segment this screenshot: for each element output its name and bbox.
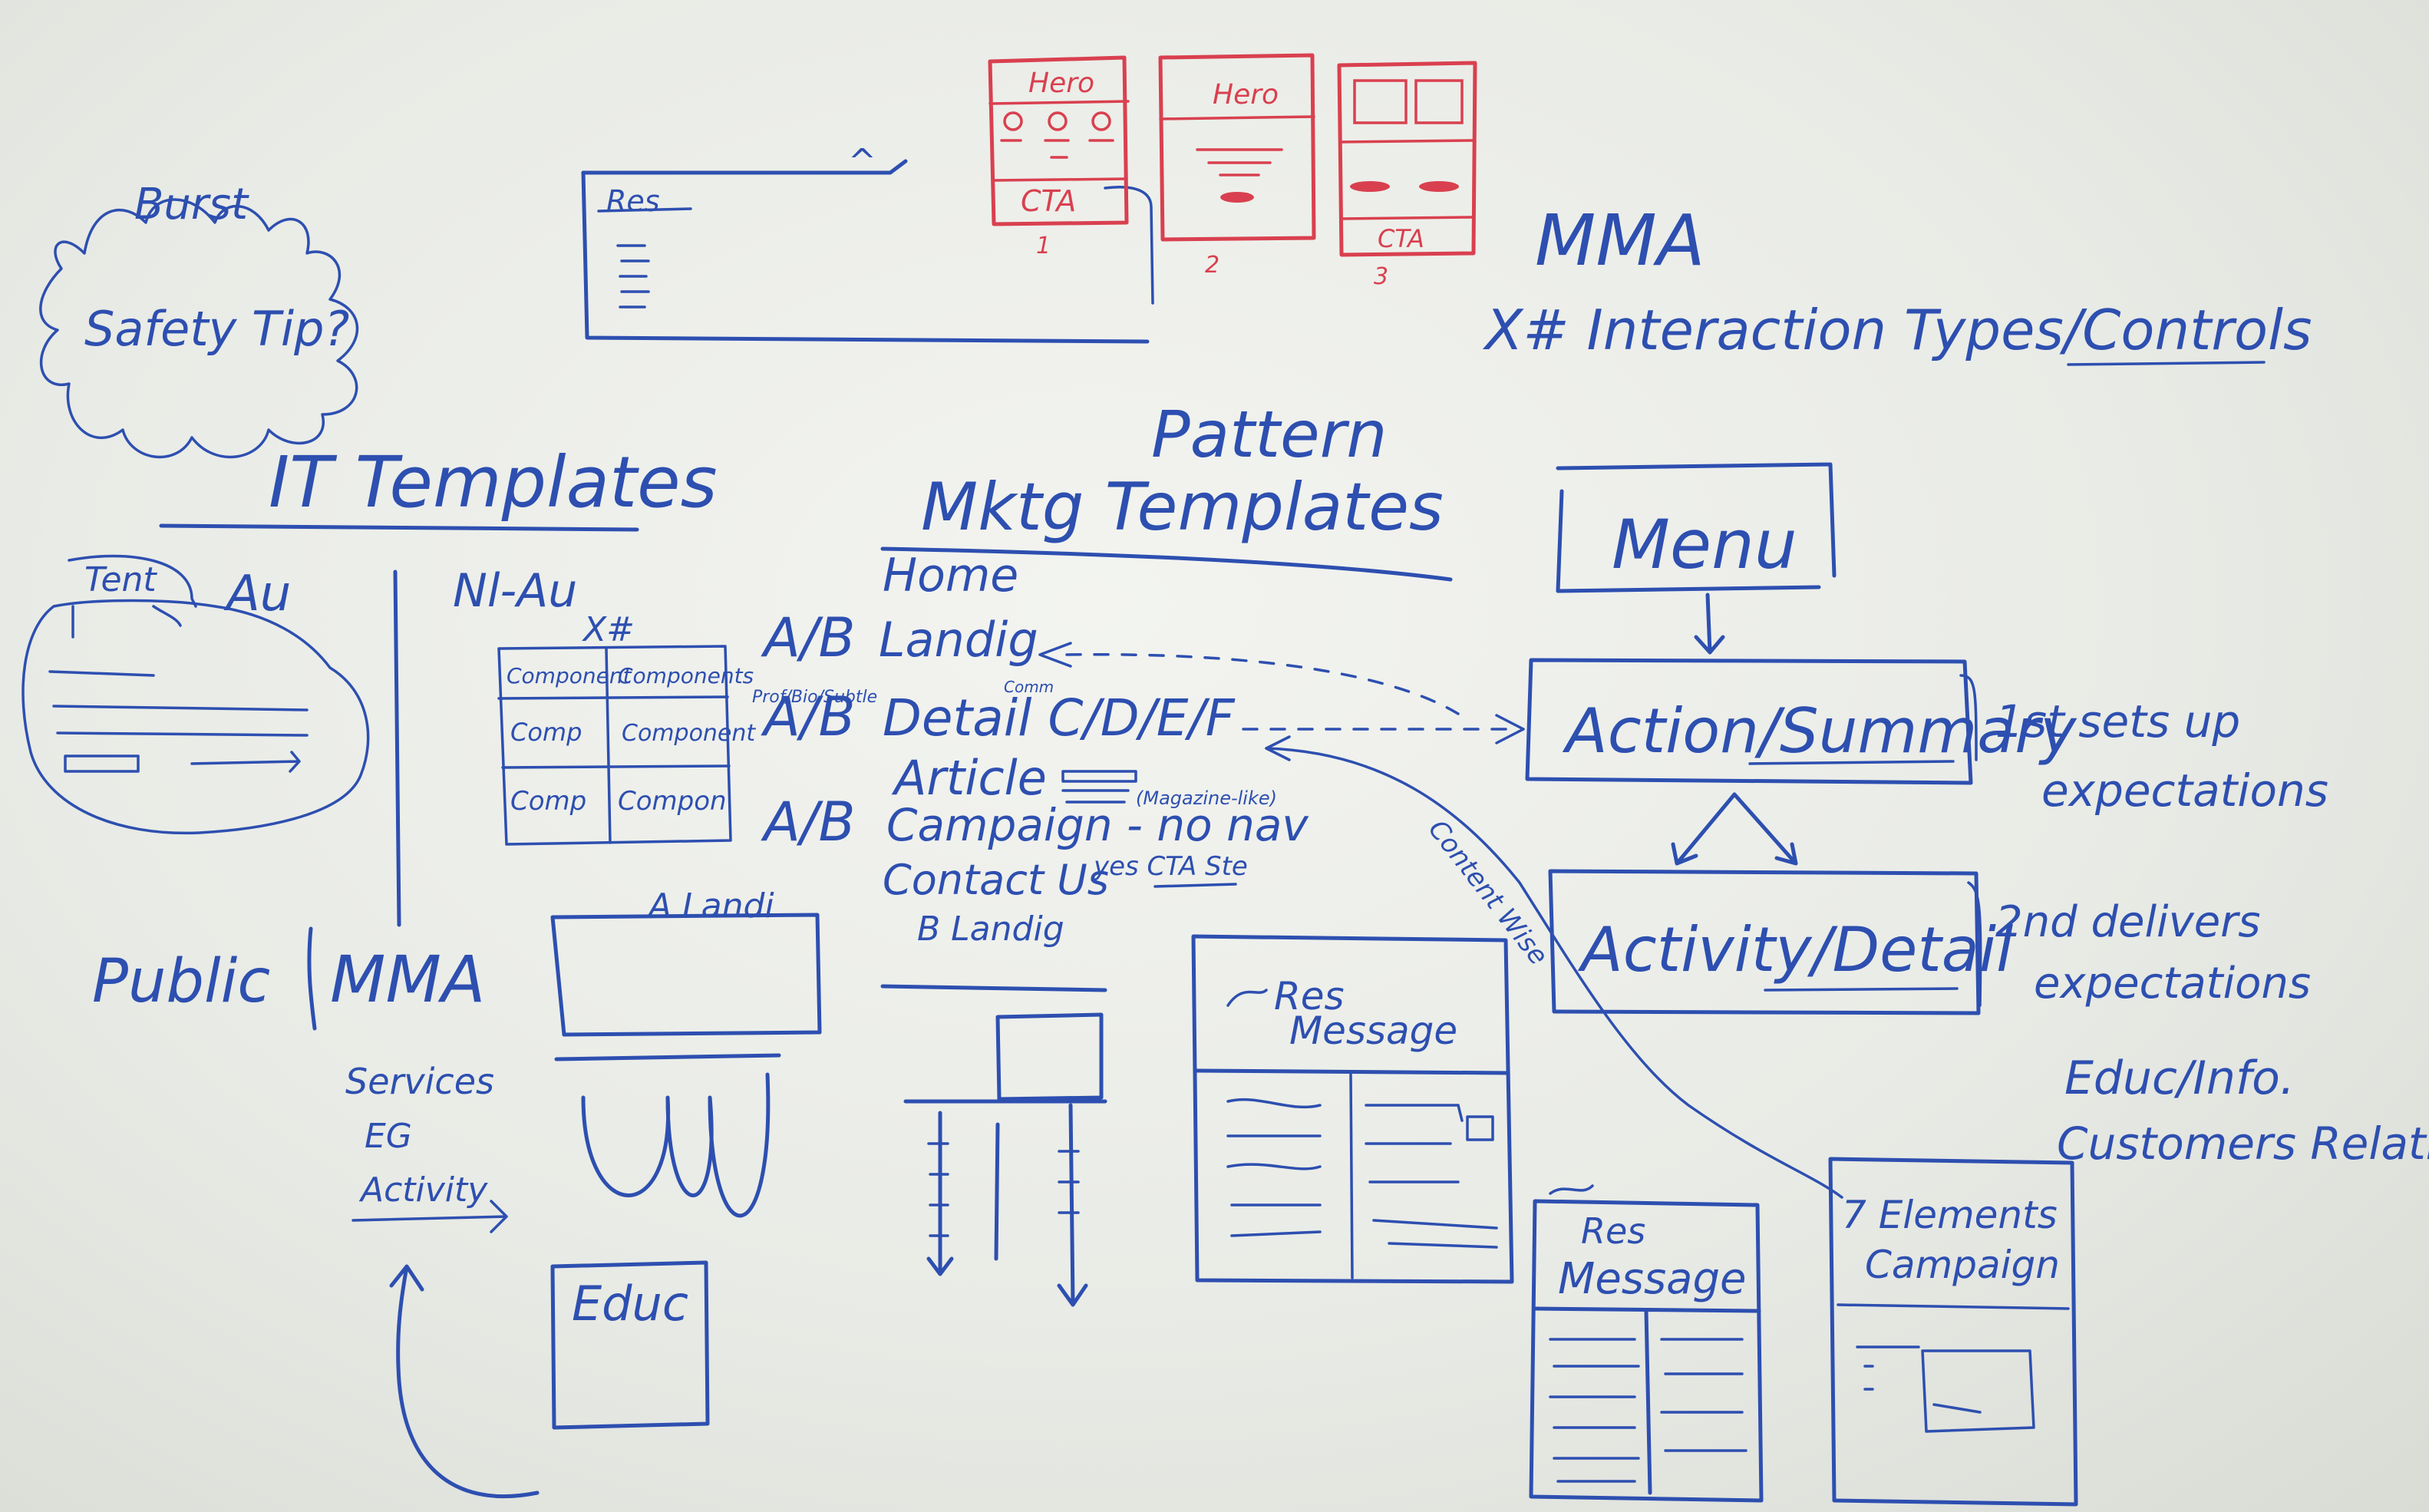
mma-title: MMA — [1535, 200, 1705, 282]
mktg-item-1-label: Landig — [879, 612, 1038, 668]
flow-action: Action/Summary — [1562, 695, 2078, 767]
mktg-item-4-label: Campaign - no nav — [886, 799, 1309, 851]
it-templates: IT Templates Tent Au Nl-Au X# Component … — [21, 441, 756, 927]
component-grid: Nl-Au X# Component Components Comp Compo… — [453, 564, 756, 846]
hero-card-3-number: 3 — [1374, 263, 1388, 290]
burst-sketch: Burst Safety Tip? — [39, 180, 359, 459]
hero-cards: Hero CTA 1 Hero 2 CTA 3 — [988, 53, 1477, 290]
pattern-label: Pattern — [1151, 397, 1387, 472]
res-message-a-line2: Message — [1289, 1009, 1457, 1053]
nl-au-label: Nl-Au — [453, 564, 577, 618]
burst-label: Safety Tip? — [84, 301, 349, 357]
home-label: Home — [883, 549, 1018, 602]
res-box: Res ^ — [581, 142, 1154, 344]
tent-sketch: Tent Au — [21, 554, 370, 835]
hero-card-2-heading: Hero — [1213, 79, 1279, 111]
eg-label: EG — [365, 1117, 412, 1156]
hero-card-2: Hero 2 — [1158, 53, 1316, 279]
seven-elements-line2: Campaign — [1865, 1243, 2060, 1287]
public-title: Public — [92, 947, 270, 1016]
hero-card-3: CTA 3 — [1337, 61, 1477, 290]
grid-cell-1-1: Component — [507, 663, 632, 688]
mktg-title: Mktg Templates — [921, 469, 1444, 546]
public-mma-title: MMA — [330, 942, 485, 1017]
hero-card-3-cta: CTA — [1378, 224, 1424, 253]
hero-card-1-cta: CTA — [1021, 184, 1076, 218]
mktg-item-4-prefix: A/B — [761, 791, 856, 853]
services-label: Services — [345, 1061, 494, 1102]
grid-cell-2-2: Component — [622, 720, 756, 747]
seven-elements-line1: 7 Elements — [1842, 1193, 2058, 1237]
mktg-item-3-label: Article — [891, 750, 1047, 806]
burst-title: Burst — [134, 180, 249, 229]
mktg-item-2-label: Detail C/D/E/F — [883, 688, 1236, 748]
flow-educ: Educ/Info. — [2064, 1051, 2295, 1105]
mktg-item-6-label: B Landig — [917, 910, 1064, 949]
flow-activity: Activity/Detail — [1577, 914, 2013, 985]
res-message-a-line1: Res — [1274, 974, 1345, 1018]
flow-first-line2: expectations — [2041, 764, 2328, 817]
mktg-item-2-note: Prof/Bio/Subtle — [752, 688, 877, 707]
res-message-a: Res Message — [1191, 934, 1514, 1284]
mktg-item-1-prefix: A/B — [761, 606, 856, 669]
mktg-item-5-note: yes CTA Ste — [1093, 851, 1248, 882]
mktg-item-3-note: (Magazine-like) — [1136, 787, 1277, 809]
mktg-item-2-prefix: A/B — [761, 685, 856, 748]
grid-cell-2-1: Comp — [510, 718, 582, 747]
flow-second-line1: 2nd delivers — [1995, 897, 2260, 947]
mma-subtitle: X# Interaction Types/Controls — [1482, 298, 2312, 362]
it-templates-title: IT Templates — [269, 441, 718, 523]
res-box-label: Res — [606, 184, 660, 218]
x-hash-label: X# — [582, 610, 635, 649]
mktg-item-5-label: Contact Us — [883, 856, 1109, 904]
grid-cell-3-2: Compon — [618, 786, 727, 817]
res-message-b: Res Message — [1529, 1184, 1764, 1503]
hero-card-1-number: 1 — [1036, 233, 1051, 259]
flow-first-line1: 1st sets up — [1995, 695, 2240, 748]
hero-card-1-heading: Hero — [1028, 68, 1094, 99]
flow-diagram: Menu Action/Summary 1st sets up expectat… — [1525, 462, 2429, 1170]
grid-cell-1-2: Components — [618, 663, 754, 688]
flow-second-line2: expectations — [2034, 959, 2311, 1009]
a-landing-label: A Landi — [646, 886, 774, 926]
flow-customers: Customers Relations — [2057, 1117, 2429, 1170]
seven-elements: 7 Elements Campaign — [1828, 1157, 2078, 1507]
res-message-b-line1: Res — [1581, 1210, 1645, 1252]
activity-label: Activity — [358, 1170, 488, 1210]
flow-menu: Menu — [1612, 505, 1797, 584]
content-wise-label: Content Wise — [1422, 814, 1554, 971]
hero-card-1: Hero CTA 1 — [988, 55, 1130, 259]
res-message-b-line2: Message — [1558, 1254, 1746, 1304]
mktg-item-2-note2: Comm — [1004, 678, 1054, 696]
au-label: Au — [223, 566, 291, 622]
educ-label: Educ — [572, 1276, 688, 1332]
grid-cell-3-1: Comp — [510, 786, 586, 817]
public-section: Public MMA Services EG Activity A Landi … — [92, 886, 822, 1499]
hero-card-2-number: 2 — [1205, 252, 1219, 279]
tent-label: Tent — [84, 560, 157, 599]
mma-heading: MMA X# Interaction Types/Controls — [1482, 200, 2312, 366]
res-box-marker: ^ — [848, 142, 876, 181]
